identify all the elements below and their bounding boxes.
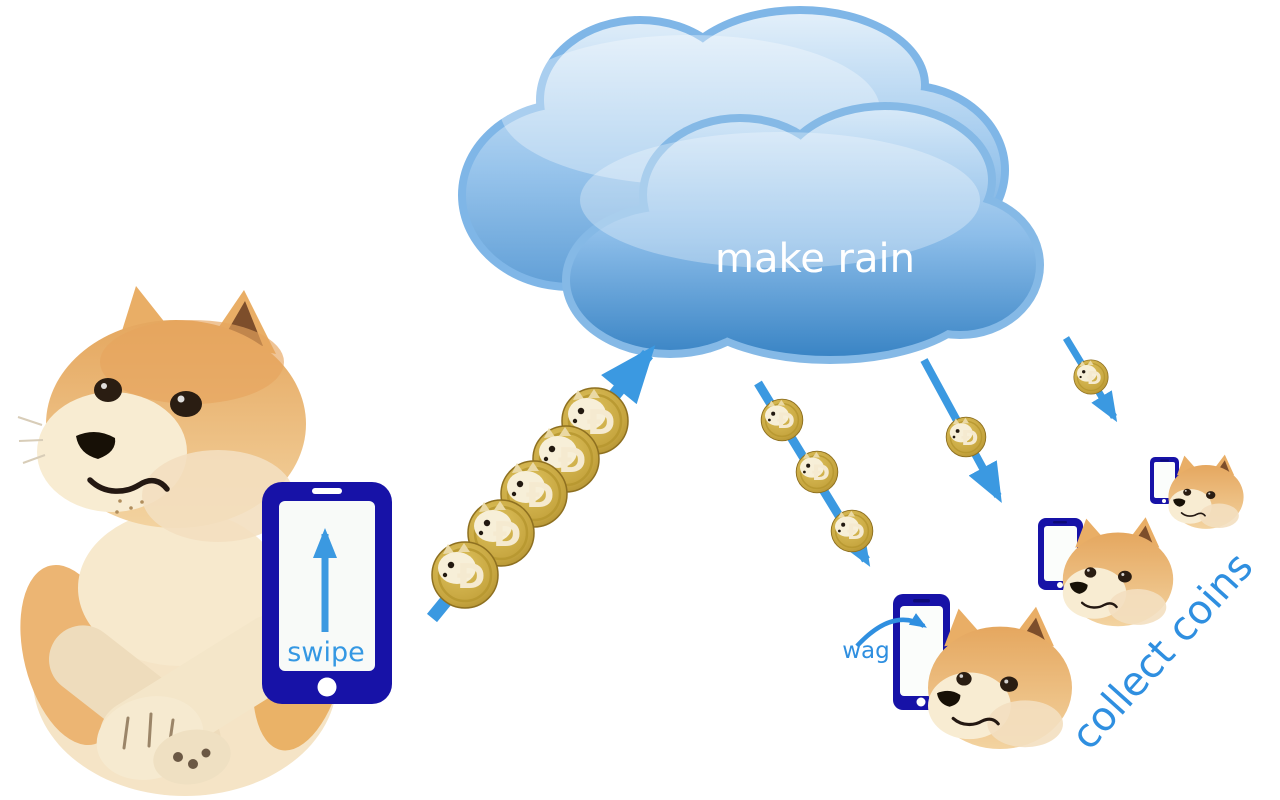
phone-home-button xyxy=(916,697,926,707)
doge-receiver xyxy=(1167,453,1245,530)
phone-speaker xyxy=(1160,459,1169,462)
falling-stream-1 xyxy=(754,380,874,567)
dogecoin-icon xyxy=(945,416,987,458)
doge-nose xyxy=(76,431,116,459)
phone-home-button xyxy=(1057,582,1063,588)
dogecoin-icon xyxy=(1073,359,1109,395)
phone-speaker xyxy=(1053,521,1067,524)
rain-cloud: make rain xyxy=(458,6,1044,364)
falling-stream-2 xyxy=(920,358,1002,504)
wag-arc-arrow-icon xyxy=(855,613,927,648)
receiver-3 xyxy=(1150,453,1245,530)
make-rain-label: make rain xyxy=(715,236,915,282)
phone-speaker xyxy=(913,599,930,603)
phone-home-button xyxy=(1162,499,1166,503)
rising-coins-arrow xyxy=(426,345,656,623)
doge-paws xyxy=(48,614,311,785)
dogecoin-icon xyxy=(795,450,839,494)
swipe-phone: swipe xyxy=(262,482,392,704)
dogecoin-icon xyxy=(830,509,874,553)
receiver-1: wag xyxy=(842,594,1074,751)
wag-label: wag xyxy=(842,638,890,664)
doge-mouth xyxy=(87,477,170,494)
phone-speaker xyxy=(312,488,342,494)
receiver-2 xyxy=(1038,516,1175,628)
swipe-label: swipe xyxy=(287,637,364,668)
doge-eye xyxy=(94,378,122,402)
falling-stream-3 xyxy=(1063,336,1118,423)
dogecoin-icon xyxy=(430,540,500,610)
doge-eye xyxy=(170,391,202,417)
phone-home-button xyxy=(317,677,337,697)
dogecoin-icon xyxy=(760,398,804,442)
